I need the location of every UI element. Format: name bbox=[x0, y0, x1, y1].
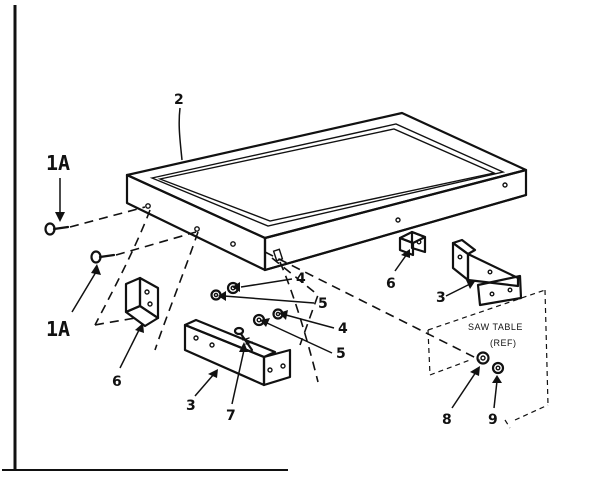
leader-bracket-left-small bbox=[119, 327, 141, 369]
saw-nut bbox=[491, 361, 505, 375]
saw-table-outline bbox=[427, 289, 549, 429]
leader-bracket-right-small bbox=[394, 253, 408, 272]
callout-screw-lower: 1A bbox=[46, 317, 70, 341]
leader-lockwasher-upper bbox=[223, 295, 315, 304]
callout-lockwasher-upper: 5 bbox=[318, 296, 328, 312]
table-plate bbox=[125, 111, 528, 272]
leader-lockwasher-lower bbox=[266, 322, 333, 354]
saw-table-label-line1: SAW TABLE bbox=[468, 322, 523, 332]
callout-washer-upper: 4 bbox=[296, 271, 306, 287]
callout-top-plate: 2 bbox=[174, 92, 184, 108]
bracket-right-long bbox=[451, 238, 523, 307]
arrow-screw-lower bbox=[91, 264, 101, 275]
bracket-right-small bbox=[398, 230, 427, 257]
screw-lower-path bbox=[115, 231, 197, 256]
callout-saw-nut: 9 bbox=[488, 412, 498, 428]
screw-bracket bbox=[233, 326, 254, 352]
assembly-path-center bbox=[279, 261, 319, 383]
callout-lockwasher-lower: 5 bbox=[336, 346, 346, 362]
callout-bracket-right-small: 6 bbox=[386, 276, 396, 292]
screw-lower bbox=[90, 250, 116, 264]
arrow-screw-upper bbox=[55, 212, 65, 222]
assembly-path-left-2 bbox=[154, 231, 199, 351]
callout-bracket-left-small: 6 bbox=[112, 374, 122, 390]
screw-upper-path bbox=[69, 206, 146, 228]
callout-bracket-left-long: 3 bbox=[186, 398, 196, 414]
leader-bracket-right-long bbox=[445, 283, 471, 297]
leader-saw-washer bbox=[451, 371, 477, 409]
leader-washer-upper bbox=[240, 278, 293, 288]
callout-screw-bracket: 7 bbox=[226, 408, 236, 424]
assembly-path-left-3 bbox=[94, 317, 136, 326]
callout-saw-washer: 8 bbox=[442, 412, 452, 428]
leader-bracket-left-long bbox=[194, 373, 215, 397]
saw-table-label-line2: (REF) bbox=[490, 338, 517, 348]
saw-washer bbox=[476, 351, 490, 365]
leader-washer-lower bbox=[285, 314, 335, 329]
callout-screw-upper: 1A bbox=[46, 151, 70, 175]
screw-upper bbox=[44, 222, 70, 236]
assembly-path-right bbox=[271, 257, 319, 346]
leader-screw-lower bbox=[71, 271, 97, 313]
callout-bracket-right-long: 3 bbox=[436, 290, 446, 306]
callout-washer-lower: 4 bbox=[338, 321, 348, 337]
assembly-path-to-saw bbox=[264, 251, 481, 361]
leader-top-plate bbox=[178, 107, 183, 161]
lockwasher-upper bbox=[210, 289, 222, 301]
leader-screw-bracket bbox=[231, 349, 245, 405]
leader-saw-nut bbox=[493, 380, 498, 409]
bracket-left-small bbox=[124, 276, 160, 328]
bracket-left-long bbox=[183, 318, 292, 387]
